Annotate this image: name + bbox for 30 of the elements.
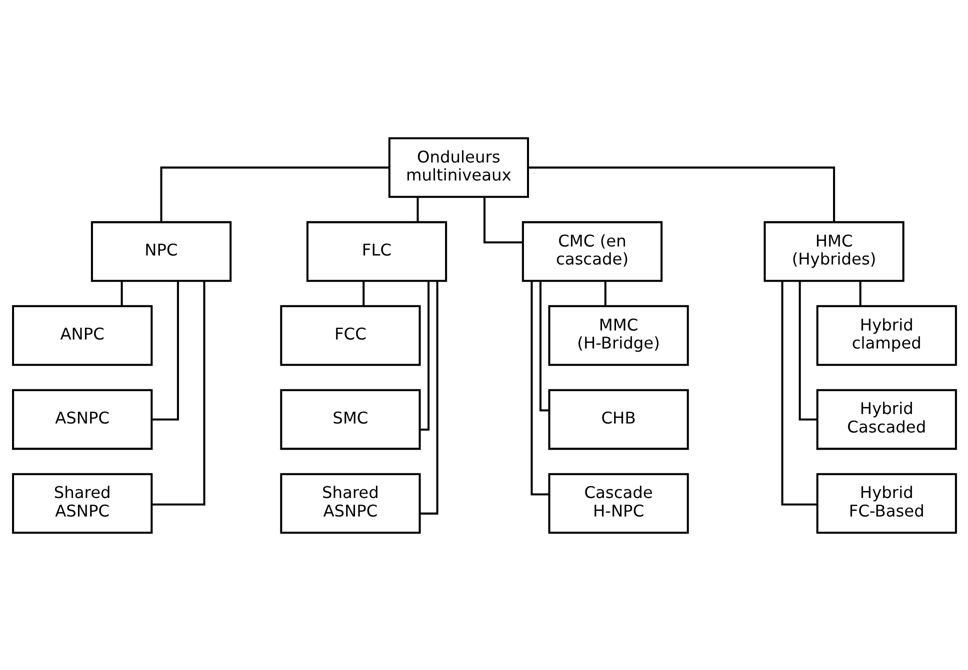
node-box: FCC bbox=[280, 304, 420, 366]
node-box: Hybrid FC-Based bbox=[816, 472, 956, 534]
node-box: FLC bbox=[306, 220, 447, 282]
node-box: ANPC bbox=[12, 304, 152, 366]
connector bbox=[482, 196, 522, 243]
connector bbox=[604, 280, 606, 306]
node-box: SMC bbox=[280, 388, 420, 450]
connector bbox=[120, 280, 122, 306]
connector bbox=[151, 280, 205, 505]
connector bbox=[528, 166, 835, 222]
node-box: CMC (en cascade) bbox=[521, 220, 662, 282]
node-box: NPC bbox=[90, 220, 232, 282]
connector bbox=[419, 280, 430, 430]
connector bbox=[160, 166, 389, 222]
node-box: Cascade H-NPC bbox=[548, 472, 688, 534]
connector bbox=[362, 280, 364, 306]
node-box: Hybrid clamped bbox=[816, 304, 956, 366]
connector bbox=[780, 280, 817, 505]
node-box: Shared ASNPC bbox=[280, 472, 420, 534]
connector bbox=[151, 280, 178, 420]
node-box: ASNPC bbox=[12, 388, 152, 450]
connector bbox=[538, 280, 549, 411]
node-box: CHB bbox=[548, 388, 688, 450]
node-box: Onduleurs multiniveaux bbox=[388, 136, 529, 198]
connector bbox=[858, 280, 861, 306]
node-box: MMC (H-Bridge) bbox=[548, 304, 688, 366]
node-box: Shared ASNPC bbox=[12, 472, 152, 534]
node-box: HMC (Hybrides) bbox=[763, 220, 904, 282]
node-box: Hybrid Cascaded bbox=[816, 388, 956, 450]
connector bbox=[416, 196, 418, 222]
